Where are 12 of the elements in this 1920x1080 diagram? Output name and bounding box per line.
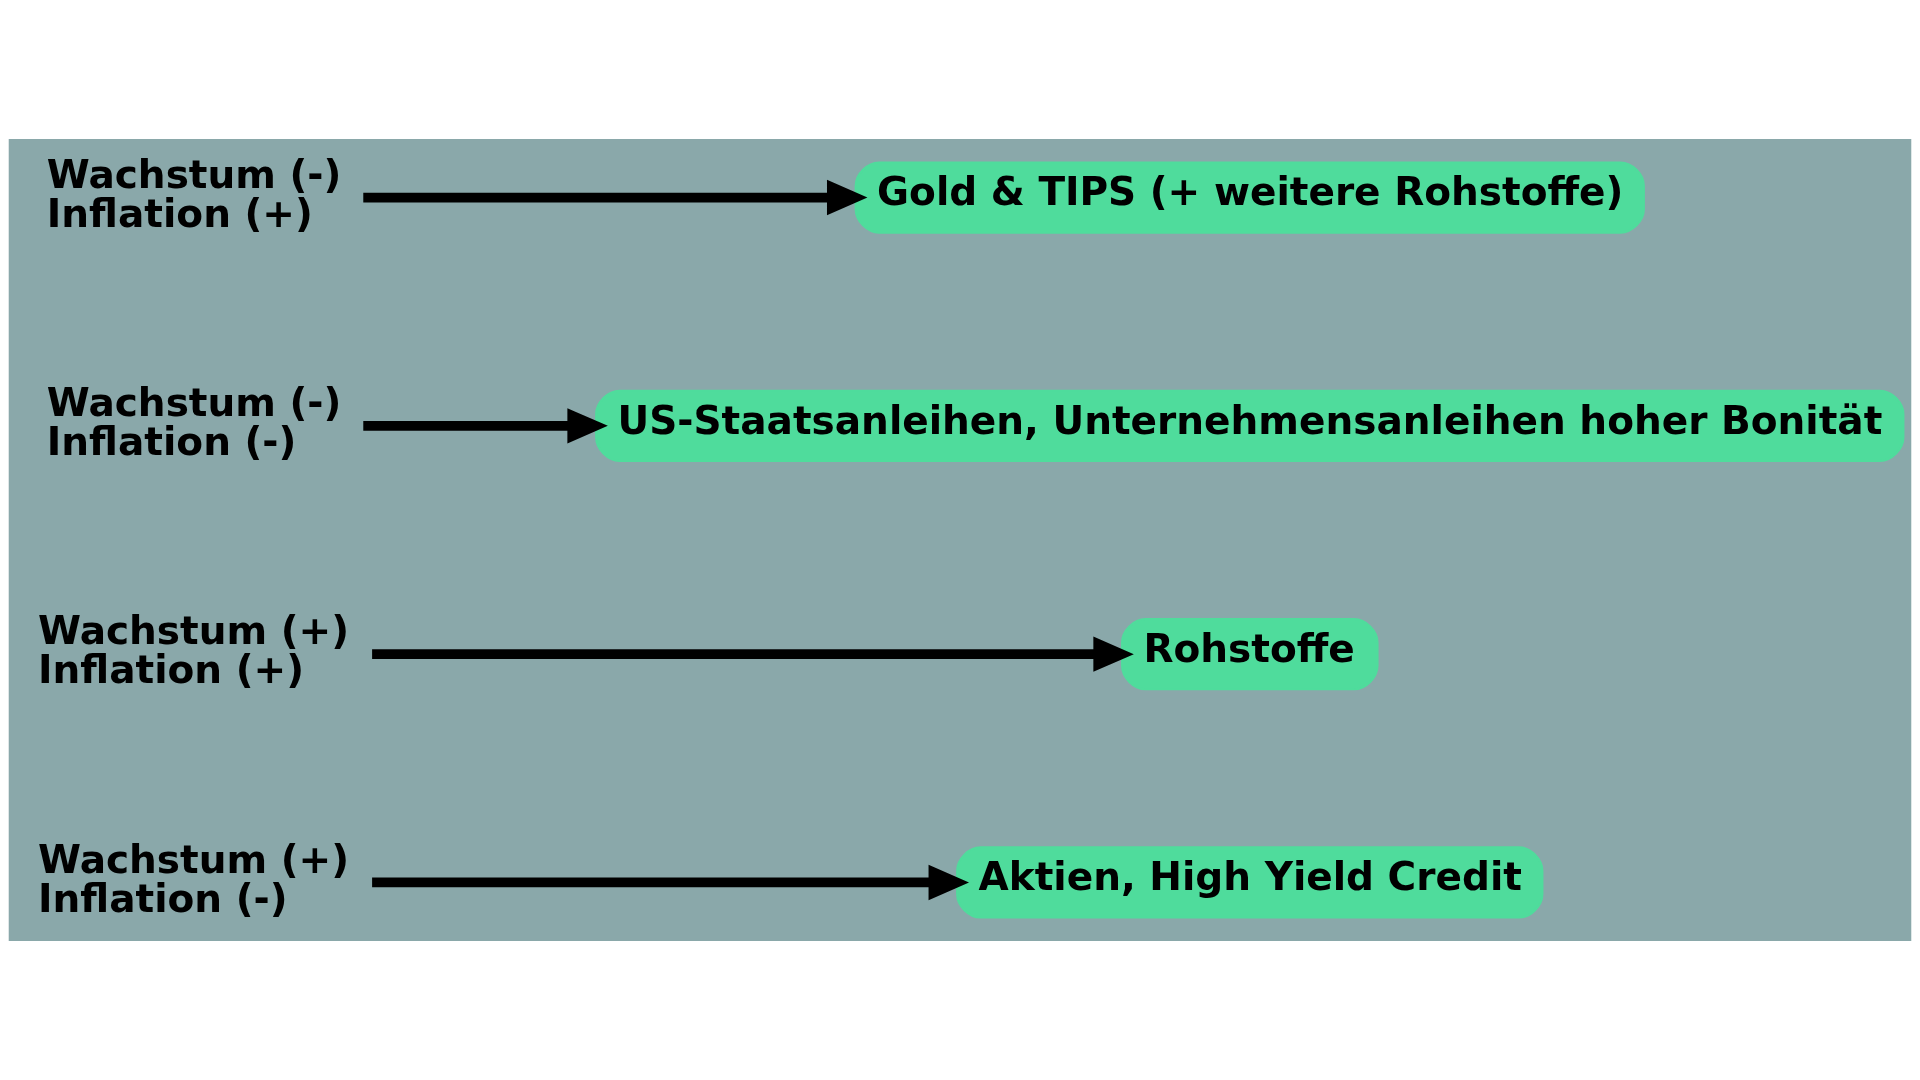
arrow bbox=[372, 864, 970, 901]
node-box: Aktien, High Yield Credit bbox=[956, 846, 1544, 919]
node-text: Wachstum (-) Inflation (+) bbox=[46, 151, 342, 236]
node-text: Wachstum (+) Inflation (-) bbox=[37, 836, 350, 921]
arrow bbox=[363, 179, 868, 216]
node-text: Wachstum (-) Inflation (-) bbox=[46, 380, 342, 465]
node-box: Gold & TIPS (+ weitere Rohstoffe) bbox=[854, 161, 1645, 234]
node-box: Rohstoffe bbox=[1121, 618, 1379, 691]
arrow bbox=[363, 408, 608, 444]
node-box: US-Staatsanleihen, Unternehmensanleihen hoher Bonität bbox=[595, 389, 1905, 462]
arrow bbox=[372, 636, 1134, 672]
node-text: Wachstum (+) Inflation (+) bbox=[37, 608, 350, 693]
